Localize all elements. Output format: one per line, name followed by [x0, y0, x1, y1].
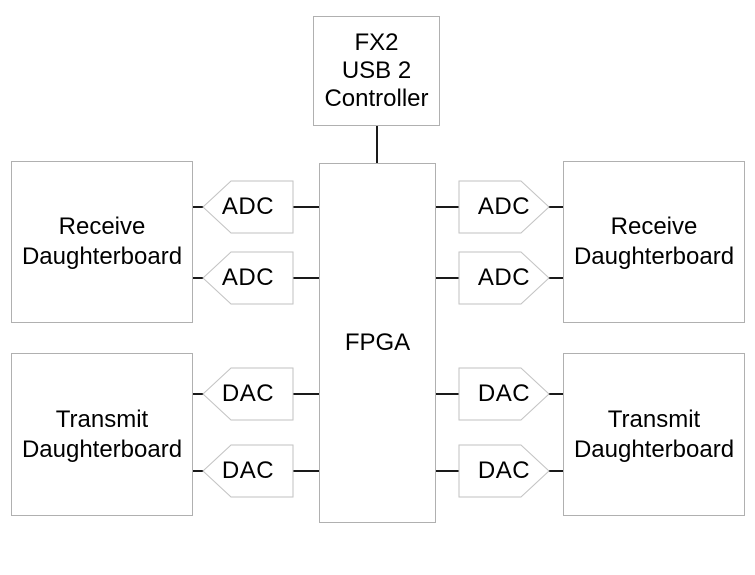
fpga-label: FPGA [344, 329, 411, 356]
receive-daughterboard-right-label: Receive Daughterboard [573, 213, 735, 270]
adc1-shape-right [458, 180, 550, 234]
dac2-right-label: DAC [477, 457, 531, 484]
dac1-shape-left [202, 367, 294, 421]
fx2-usb-controller-block: FX2 USB 2 Controller [313, 16, 440, 126]
receive-daughterboard-left-label: Receive Daughterboard [21, 213, 183, 270]
adc1-right-label: ADC [477, 193, 531, 220]
adc2-right-label: ADC [477, 264, 531, 291]
adc1-shape-left [202, 180, 294, 234]
adc2-left-label: ADC [221, 264, 275, 291]
transmit-daughterboard-right-label: Transmit Daughterboard [573, 405, 735, 463]
receive-daughterboard-left-block: Receive Daughterboard [11, 161, 193, 323]
adc1-left-label: ADC [221, 193, 275, 220]
fx2-usb-controller-label: FX2 USB 2 Controller [324, 29, 429, 112]
dac2-left-label: DAC [221, 457, 275, 484]
adc2-shape-right [458, 251, 550, 305]
adc2-shape-left [202, 251, 294, 305]
receive-daughterboard-right-block: Receive Daughterboard [563, 161, 745, 323]
dac2-shape-left [202, 444, 294, 498]
transmit-daughterboard-right-block: Transmit Daughterboard [563, 353, 745, 516]
fpga-block: FPGA [319, 163, 436, 523]
dac2-shape-right [458, 444, 550, 498]
transmit-daughterboard-left-label: Transmit Daughterboard [21, 405, 183, 463]
dac1-left-label: DAC [221, 380, 275, 407]
transmit-daughterboard-left-block: Transmit Daughterboard [11, 353, 193, 516]
dac1-shape-right [458, 367, 550, 421]
dac1-right-label: DAC [477, 380, 531, 407]
